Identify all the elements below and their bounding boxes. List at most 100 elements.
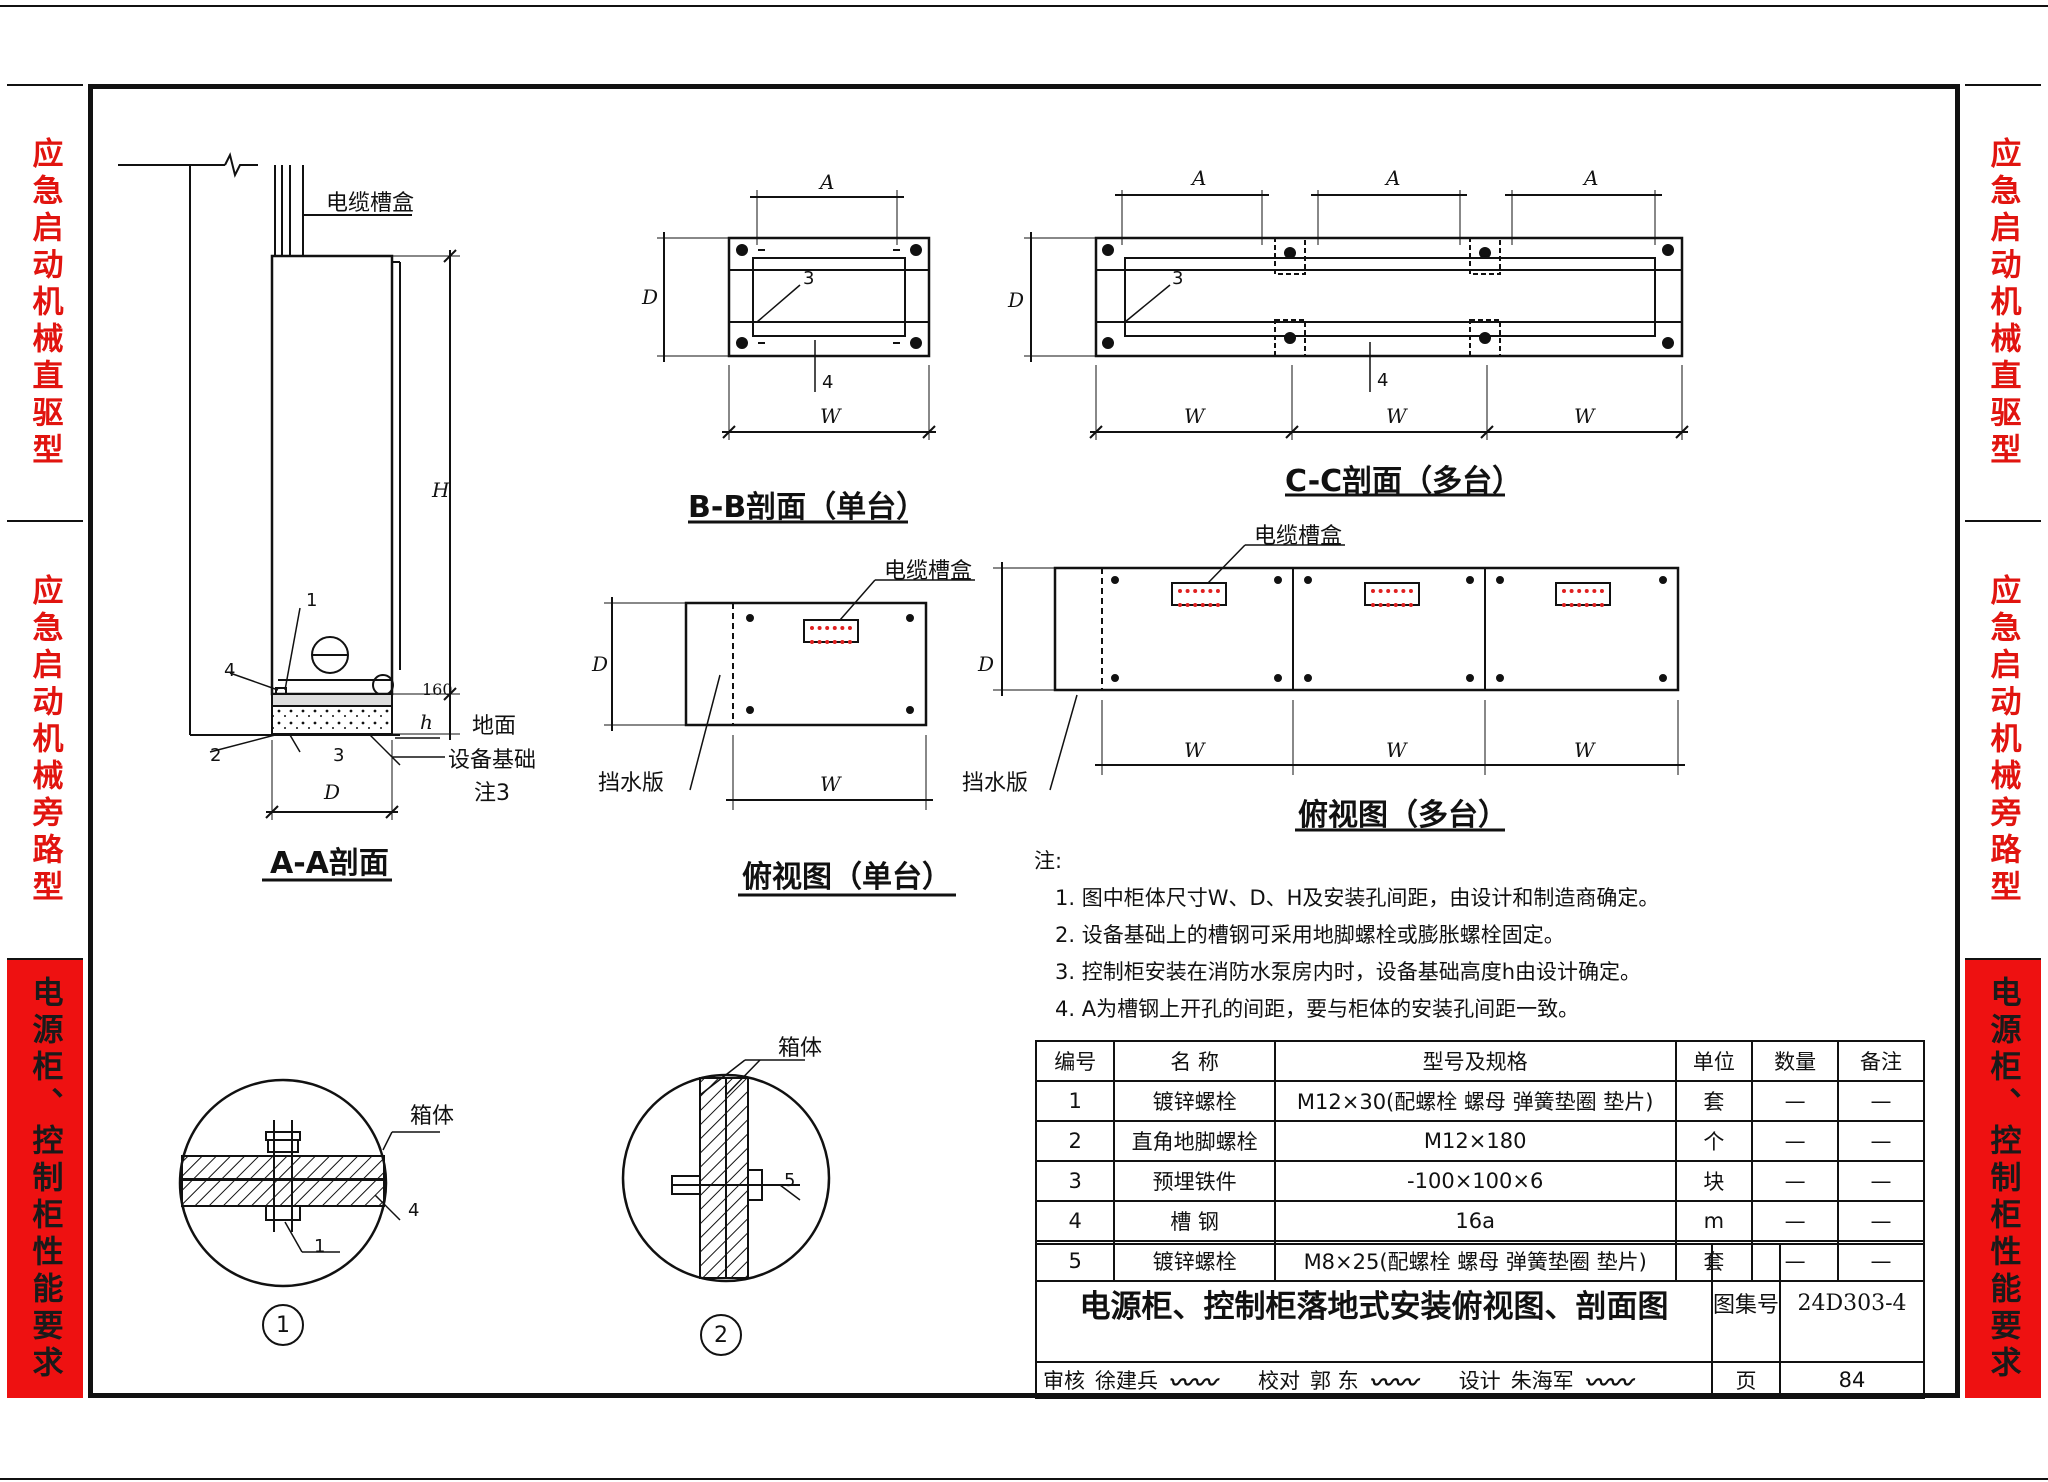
table-cell: 镀锌螺栓	[1113, 1080, 1276, 1122]
dim-w-cc-1: W	[1184, 404, 1205, 428]
table-cell: —	[1751, 1240, 1840, 1282]
dim-w-cc-2: W	[1386, 404, 1407, 428]
detail-number-1: 1	[276, 1313, 290, 1338]
table-cell: 镀锌螺栓	[1113, 1240, 1276, 1282]
dim-h-aa: H	[432, 478, 450, 502]
dim-a-cc-3: A	[1584, 166, 1599, 190]
table-cell: 3	[1034, 1160, 1116, 1202]
checker-label: 校对	[1258, 1369, 1300, 1393]
designer-name: 朱海军	[1510, 1369, 1574, 1393]
label-note3: 注3	[474, 781, 510, 806]
table-header: 名 称	[1113, 1040, 1276, 1082]
dim-d-top-single: D	[592, 652, 609, 676]
dim-d-cc: D	[1008, 288, 1025, 312]
top-rule	[0, 5, 2048, 7]
dim-d-bb: D	[642, 285, 659, 309]
table-cell: 槽 钢	[1113, 1200, 1276, 1242]
top-view-single	[604, 579, 975, 897]
callout-4-aa: 4	[224, 660, 236, 681]
table-cell: 直角地脚螺栓	[1113, 1120, 1276, 1162]
section-bb	[657, 190, 936, 524]
title-section-bb: B-B剖面（单台）	[688, 490, 927, 525]
label-cable-tray-multi: 电缆槽盒	[1254, 524, 1343, 549]
parts-table: 编号 名 称 型号及规格 单位 数量 备注 1 镀锌螺栓 M12×30(配螺栓 …	[1034, 1040, 1925, 1282]
table-header: 编号	[1034, 1040, 1116, 1082]
page-label-cell: 页	[1711, 1361, 1781, 1399]
label-cable-tray-single: 电缆槽盒	[884, 559, 973, 584]
table-row: 5 镀锌螺栓 M8×25(配螺栓 螺母 弹簧垫圈 垫片) 套 — —	[1034, 1240, 1925, 1282]
title-top-multi: 俯视图（多台）	[1298, 798, 1508, 833]
table-cell: 套	[1674, 1240, 1754, 1282]
dim-h-small: h	[420, 710, 433, 734]
dim-a-cc-1: A	[1192, 166, 1207, 190]
dim-a-bb: A	[820, 170, 835, 194]
note-item-4: 4. A为槽钢上开孔的间距，要与柜体的安装孔间距一致。	[1055, 997, 1580, 1021]
side-tab-left-3[interactable]: 电源柜、控制柜性能要求	[7, 960, 83, 1398]
table-row: 1 镀锌螺栓 M12×30(配螺栓 螺母 弹簧垫圈 垫片) 套 — —	[1034, 1080, 1925, 1122]
callout-1-detail1: 1	[314, 1236, 326, 1257]
title-section-cc: C-C剖面（多台）	[1285, 464, 1523, 499]
dim-d-top-multi: D	[978, 652, 995, 676]
atlas-number: 24D303-4	[1797, 1290, 1907, 1316]
drawing-frame	[88, 84, 1960, 1398]
note-item-2: 2. 设备基础上的槽钢可采用地脚螺栓或膨胀螺栓固定。	[1055, 923, 1565, 947]
top-view-multi	[993, 544, 1685, 832]
section-cc	[1024, 190, 1689, 497]
atlas-label: 图集号	[1713, 1293, 1780, 1318]
signature-row: 审核 徐建兵 〰〰 校对 郭 东 〰〰 设计 朱海军 〰〰	[1035, 1361, 1713, 1399]
callout-1-aa: 1	[306, 590, 318, 611]
side-tab-right-1[interactable]: 应急启动机械直驱型	[1965, 84, 2041, 522]
section-aa	[118, 152, 460, 882]
label-box-body-1: 箱体	[410, 1104, 455, 1129]
checker-name: 郭 东	[1310, 1369, 1359, 1393]
table-row: 4 槽 钢 16a m — —	[1034, 1200, 1925, 1242]
callout-3-cc: 3	[1172, 268, 1184, 289]
table-cell: —	[1751, 1200, 1840, 1242]
table-cell: —	[1837, 1240, 1925, 1282]
callout-4-cc: 4	[1377, 370, 1389, 391]
table-cell: M8×25(配螺栓 螺母 弹簧垫圈 垫片)	[1273, 1240, 1677, 1282]
page-no-cell: 84	[1779, 1361, 1925, 1399]
side-tab-right-2[interactable]: 应急启动机械旁路型	[1965, 522, 2041, 960]
reviewer-label: 审核	[1043, 1369, 1085, 1393]
label-water-baffle-single: 挡水版	[598, 771, 665, 796]
checker-signature: 〰〰	[1368, 1367, 1417, 1397]
table-header: 单位	[1674, 1040, 1754, 1082]
table-header: 备注	[1837, 1040, 1925, 1082]
table-cell: m	[1674, 1200, 1754, 1242]
cable-tray-dots-multi-2	[1371, 589, 1413, 607]
side-tab-left-1[interactable]: 应急启动机械直驱型	[7, 84, 83, 522]
callout-4-detail1: 4	[408, 1200, 420, 1221]
dim-w-cc-3: W	[1574, 404, 1595, 428]
table-cell: 4	[1034, 1200, 1116, 1242]
dim-a-cc-2: A	[1386, 166, 1401, 190]
side-tab-label: 电源柜、控制柜性能要求	[26, 975, 63, 1383]
table-cell: 套	[1674, 1080, 1754, 1122]
side-tab-right-3[interactable]: 电源柜、控制柜性能要求	[1965, 960, 2041, 1398]
label-equipment-base: 设备基础	[448, 748, 537, 773]
side-tab-label: 应急启动机械直驱型	[26, 136, 63, 470]
note-item-3: 3. 控制柜安装在消防水泵房内时，设备基础高度h由设计确定。	[1055, 960, 1642, 984]
side-tab-label: 应急启动机械旁路型	[1984, 573, 2021, 907]
callout-3-bb: 3	[803, 268, 815, 289]
callout-2-aa: 2	[210, 745, 222, 766]
detail-1	[178, 1078, 440, 1346]
table-cell: —	[1837, 1200, 1925, 1242]
side-tab-left-2[interactable]: 应急启动机械旁路型	[7, 522, 83, 960]
dim-d-aa: D	[324, 780, 341, 804]
table-cell: —	[1751, 1120, 1840, 1162]
note-item-1: 1. 图中柜体尺寸W、D、H及安装孔间距，由设计和制造商确定。	[1055, 886, 1660, 910]
table-cell: 块	[1674, 1160, 1754, 1202]
drawing-title: 电源柜、控制柜落地式安装俯视图、剖面图	[1079, 1288, 1669, 1325]
detail-2	[621, 1059, 831, 1356]
callout-5-detail2: 5	[784, 1170, 796, 1191]
table-cell: M12×30(配螺栓 螺母 弹簧垫圈 垫片)	[1273, 1080, 1677, 1122]
table-cell: —	[1751, 1160, 1840, 1202]
table-row: 3 预埋铁件 -100×100×6 块 — —	[1034, 1160, 1925, 1202]
table-cell: 16a	[1273, 1200, 1677, 1242]
designer-signature: 〰〰	[1583, 1367, 1632, 1397]
table-cell: 预埋铁件	[1113, 1160, 1276, 1202]
notes-heading: 注:	[1034, 849, 1063, 873]
table-cell: 5	[1034, 1240, 1116, 1282]
side-tab-label: 应急启动机械旁路型	[26, 573, 63, 907]
